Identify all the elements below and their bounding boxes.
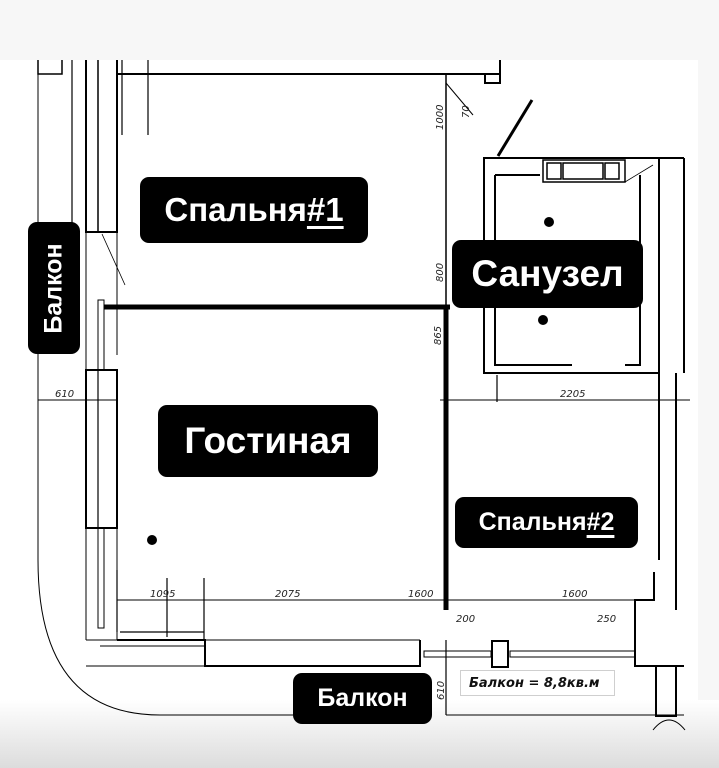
room-name: Спальня bbox=[478, 508, 587, 536]
wall-top-left bbox=[37, 60, 63, 75]
balcony-area-note: Балкон = 8,8кв.м bbox=[460, 670, 615, 696]
room-name: Гостиная bbox=[184, 420, 352, 461]
dim-wall-vertical: 865 bbox=[433, 326, 444, 345]
light-point-living bbox=[147, 535, 157, 545]
light-point-bathroom-2 bbox=[538, 315, 548, 325]
dim-bottom-2: 2075 bbox=[275, 589, 300, 600]
window-bottom-2 bbox=[509, 650, 636, 658]
window-bottom-1 bbox=[423, 650, 492, 658]
wall-left-column bbox=[85, 60, 118, 233]
dim-bottom-1: 1095 bbox=[150, 589, 175, 600]
balcony-outline bbox=[37, 60, 295, 716]
dim-bottom-4: 1600 bbox=[562, 589, 587, 600]
room-name: Балкон bbox=[39, 242, 68, 334]
room-name: Санузел bbox=[471, 253, 624, 294]
bathroom-door-leaf bbox=[496, 99, 534, 157]
room-number: #2 bbox=[586, 508, 615, 536]
dim-mid-vertical: 800 bbox=[435, 263, 446, 282]
dim-top-vertical: 1000 bbox=[435, 105, 446, 130]
dim-gap-1: 200 bbox=[456, 614, 475, 625]
dim-left-horizontal: 610 bbox=[55, 389, 74, 400]
dim-bath-width: 2205 bbox=[560, 389, 585, 400]
room-label-bedroom-2: Спальня#2 bbox=[455, 497, 638, 548]
room-number: #1 bbox=[306, 191, 344, 228]
window-left-top bbox=[97, 299, 105, 371]
room-label-living: Гостиная bbox=[158, 405, 378, 477]
bathroom-inner bbox=[494, 174, 641, 366]
room-label-balcony-bottom: Балкон bbox=[293, 673, 432, 724]
room-label-balcony-left: Балкон bbox=[28, 222, 80, 354]
light-point-bathroom-1 bbox=[544, 217, 554, 227]
room-label-bathroom: Санузел bbox=[452, 240, 643, 308]
column-bottom bbox=[491, 640, 509, 668]
column-left bbox=[85, 369, 118, 529]
room-name: Спальня bbox=[164, 191, 307, 228]
dim-bottom-3: 1600 bbox=[408, 589, 433, 600]
wall-bottom bbox=[117, 639, 421, 667]
dim-balcony-depth: 610 bbox=[436, 681, 447, 700]
room-name: Балкон bbox=[317, 684, 408, 712]
window-left-bottom bbox=[97, 527, 105, 629]
room-label-bedroom-1: Спальня#1 bbox=[140, 177, 368, 243]
dim-top-offset: 70 bbox=[461, 105, 472, 118]
dim-gap-2: 250 bbox=[597, 614, 616, 625]
